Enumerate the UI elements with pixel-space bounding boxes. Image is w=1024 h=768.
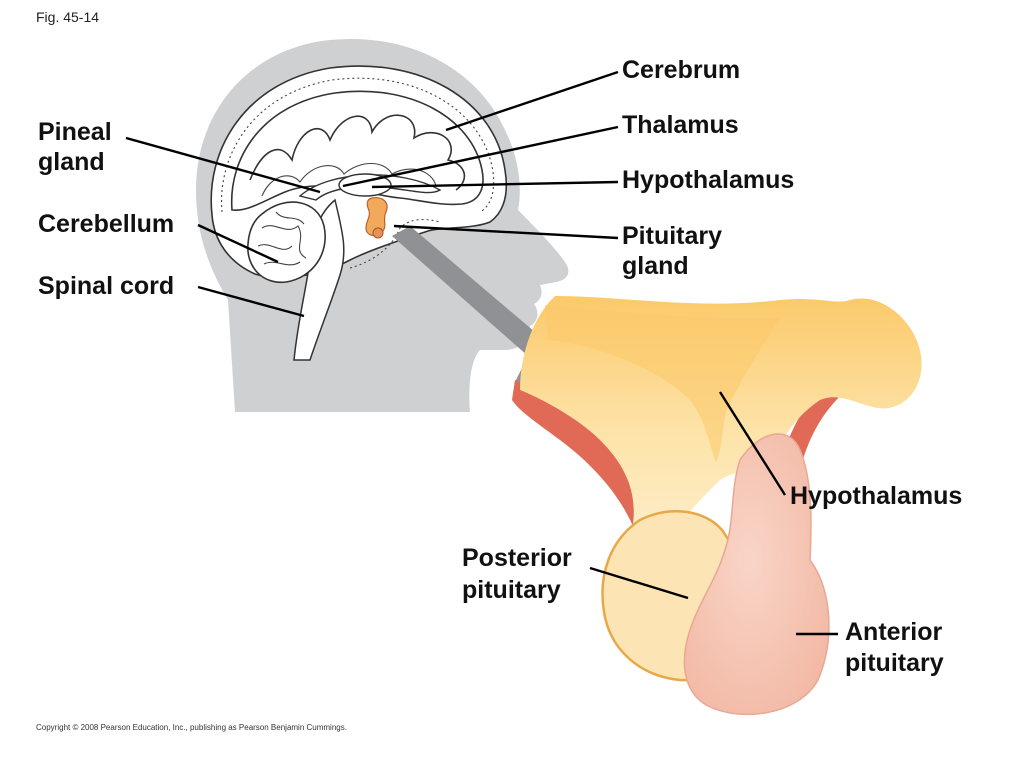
label-anterior-line2: pituitary [845, 649, 944, 677]
hypothalamus-glow [545, 305, 780, 462]
label-spinal-cord: Spinal cord [38, 272, 174, 300]
membrane-left [512, 380, 661, 545]
label-thalamus: Thalamus [622, 111, 739, 139]
leader-spinal-cord [197, 285, 305, 318]
skull-base [349, 218, 441, 269]
label-pituitary-line1: Pituitary [622, 222, 722, 250]
label-hypothalamus-detail: Hypothalamus [790, 482, 962, 510]
label-anterior-line1: Anterior [845, 618, 943, 646]
leader-pituitary [393, 224, 619, 240]
label-pituitary-line2: gland [622, 252, 689, 280]
leader-hypothalamus-brain [371, 180, 619, 189]
pituitary-detail [512, 296, 922, 716]
cerebrum-gyri-inner [261, 162, 437, 197]
leader-pineal [125, 136, 321, 194]
leader-cerebrum [445, 70, 619, 132]
label-posterior-line2: pituitary [462, 576, 561, 604]
label-cerebrum: Cerebrum [622, 56, 740, 84]
label-pineal-line1: Pineal [38, 118, 112, 146]
brain-cross-section [210, 65, 508, 361]
copyright-notice: Copyright © 2008 Pearson Education, Inc.… [36, 723, 347, 732]
anterior-pituitary-lobe [683, 433, 830, 716]
pituitary-gland-dot [372, 227, 384, 239]
leader-cerebellum [197, 223, 279, 264]
cerebrum-gyri [249, 114, 466, 191]
figure-number: Fig. 45-14 [36, 9, 99, 25]
label-posterior-line1: Posterior [462, 544, 572, 572]
labels: Cerebrum Thalamus Hypothalamus Pituitary… [38, 56, 962, 677]
pituitary-highlight [365, 197, 388, 237]
leader-posterior [589, 566, 689, 600]
label-pineal-line2: gland [38, 148, 105, 176]
leader-lines [125, 70, 838, 636]
leader-thalamus [342, 125, 619, 188]
label-hypothalamus-brain: Hypothalamus [622, 166, 794, 194]
label-cerebellum: Cerebellum [38, 210, 174, 238]
leader-hypothalamus-detail [718, 391, 787, 496]
cerebellum-shape [247, 201, 326, 284]
